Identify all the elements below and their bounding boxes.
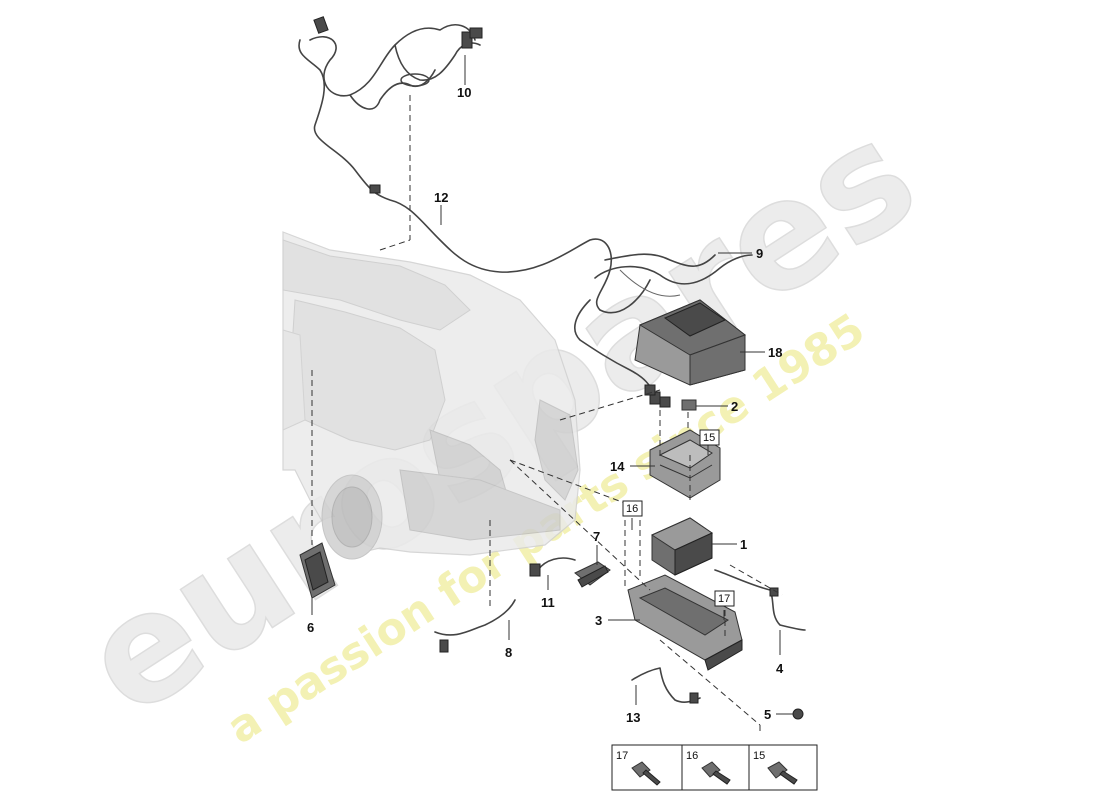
callout-7[interactable]: 7 [593, 529, 600, 544]
boxed-callout-16[interactable]: 16 [626, 503, 638, 515]
callout-14[interactable]: 14 [610, 459, 625, 474]
part-2-connectors [644, 384, 697, 411]
legend-label-15: 15 [753, 750, 765, 762]
callout-3[interactable]: 3 [595, 613, 602, 628]
flange-bolt-icon [631, 761, 661, 786]
part-6-control-unit [299, 542, 336, 599]
callout-5[interactable]: 5 [764, 707, 771, 722]
vehicle-outline [282, 231, 581, 560]
hex-bolt-icon [701, 761, 731, 785]
part-18-cover [634, 299, 747, 386]
callout-11[interactable]: 11 [541, 595, 555, 610]
legend-label-17: 17 [616, 750, 628, 762]
boxed-callouts: 15 16 17 [622, 429, 735, 607]
callout-10[interactable]: 10 [457, 85, 471, 100]
small-harnesses [434, 557, 806, 720]
legend-label-16: 16 [686, 750, 698, 762]
harness-12 [298, 39, 716, 405]
callout-9[interactable]: 9 [756, 246, 763, 261]
callout-4[interactable]: 4 [776, 661, 784, 676]
callout-2[interactable]: 2 [731, 399, 738, 414]
callouts: 10 12 9 18 2 14 1 7 11 6 3 8 4 5 13 [307, 85, 784, 725]
callout-13[interactable]: 13 [626, 710, 640, 725]
boxed-callout-17[interactable]: 17 [718, 593, 730, 605]
part-14-bracket [649, 429, 721, 499]
harness-10 [309, 16, 483, 110]
callout-18[interactable]: 18 [768, 345, 782, 360]
callout-6[interactable]: 6 [307, 620, 314, 635]
fastener-legend: 17 16 15 [611, 744, 818, 791]
callout-8[interactable]: 8 [505, 645, 512, 660]
flange-screw-icon [767, 761, 798, 785]
callout-12[interactable]: 12 [434, 190, 448, 205]
part-7-module [574, 561, 611, 588]
boxed-callout-15[interactable]: 15 [703, 432, 715, 444]
callout-1[interactable]: 1 [740, 537, 747, 552]
part-1-module [650, 517, 714, 576]
harness-9 [594, 254, 753, 285]
leader-lines [311, 55, 793, 735]
